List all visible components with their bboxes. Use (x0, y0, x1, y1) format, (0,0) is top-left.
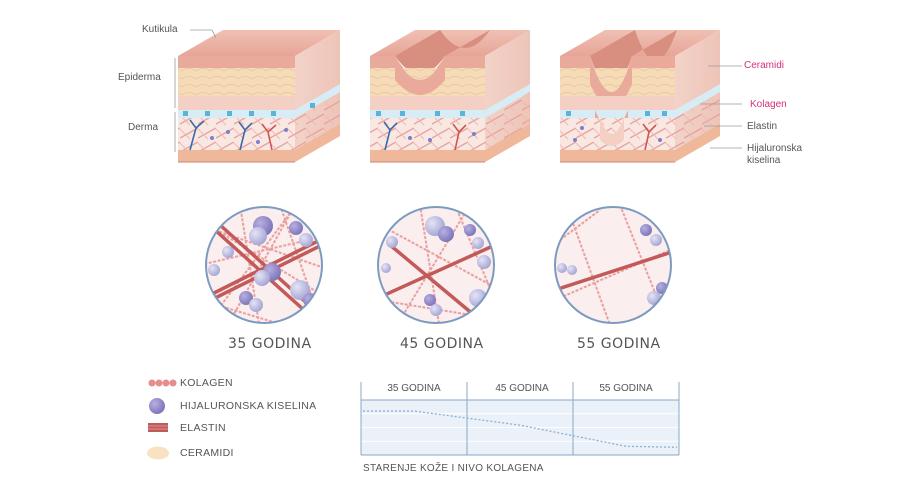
label-epiderma: Epiderma (118, 72, 161, 83)
skin-block-55 (560, 30, 720, 163)
label-ceramidi: Ceramidi (744, 60, 785, 71)
ceramide-blob-icon (147, 446, 169, 460)
chart-col-45: 45 GODINA (495, 383, 549, 394)
magnifier-55 (554, 206, 672, 324)
chart-frame (360, 382, 680, 456)
chart-col-55: 55 GODINA (599, 383, 653, 394)
age-label-55: 55 GODINA (577, 336, 661, 352)
label-kutikula: Kutikula (142, 24, 178, 35)
label-hijaluronska-line1: Hijaluronska (747, 143, 803, 154)
collagen-beads-icon (148, 379, 177, 387)
skin-block-45 (370, 30, 530, 163)
chart-col-35: 35 GODINA (387, 383, 441, 394)
leader-lines (174, 29, 742, 152)
chart-grid (361, 413, 679, 442)
age-label-45: 45 GODINA (400, 336, 484, 352)
label-derma: Derma (128, 122, 159, 133)
label-hijaluronska-line2: kiselina (747, 155, 781, 166)
legend-kolagen: KOLAGEN (180, 377, 233, 389)
collagen-level-chart (360, 382, 680, 456)
label-kolagen: Kolagen (750, 99, 787, 110)
legend-ceramidi: CERAMIDI (180, 447, 234, 459)
magnifier-35 (205, 206, 323, 324)
age-label-35: 35 GODINA (228, 336, 312, 352)
chart-caption: STARENJE KOŽE I NIVO KOLAGENA (363, 463, 544, 474)
legend-hijaluronska: HIJALURONSKA KISELINA (180, 400, 317, 412)
legend-elastin: ELASTIN (180, 422, 226, 434)
elastin-fiber-icon (148, 423, 168, 432)
skin-block-35 (178, 30, 340, 163)
hyaluronic-sphere-icon (149, 398, 165, 414)
collagen-trend-line (363, 410, 678, 448)
label-elastin: Elastin (747, 121, 778, 132)
magnifier-45 (377, 206, 495, 324)
